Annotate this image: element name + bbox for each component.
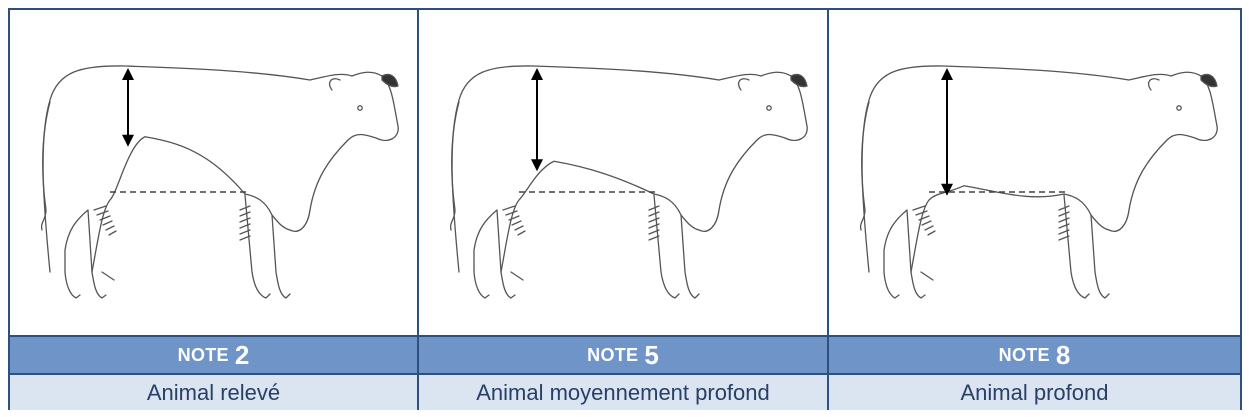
cow-eye bbox=[358, 106, 362, 110]
cow-hatch bbox=[509, 216, 519, 220]
cow-hatch bbox=[240, 212, 250, 216]
cow-leg bbox=[65, 272, 80, 298]
description-2: Animal moyennement profond bbox=[419, 375, 829, 410]
cow-leg bbox=[102, 272, 114, 280]
cow-hatch bbox=[512, 221, 521, 225]
cow-hatch bbox=[94, 206, 106, 210]
note-number: 2 bbox=[235, 340, 249, 371]
cow-depth-table: NOTE 2 NOTE 5 NOTE 8 Animal relevé Anima… bbox=[8, 8, 1242, 410]
cow-body-outline bbox=[862, 66, 1217, 272]
cow-drawing-icon bbox=[419, 10, 824, 333]
cow-leg bbox=[474, 210, 501, 272]
cow-hatch bbox=[103, 221, 112, 225]
cow-eye bbox=[767, 106, 771, 110]
cow-hatch bbox=[649, 212, 659, 216]
cow-leg bbox=[884, 272, 899, 298]
cow-drawing-icon bbox=[829, 10, 1234, 333]
cow-leg bbox=[474, 272, 489, 298]
description-3: Animal profond bbox=[829, 375, 1240, 410]
cow-hatch bbox=[518, 231, 525, 235]
arrow-head-top bbox=[531, 68, 543, 80]
arrow-head-bottom bbox=[941, 184, 953, 196]
cow-hatch bbox=[1059, 206, 1069, 210]
cow-leg bbox=[654, 195, 679, 298]
cow-tail bbox=[451, 102, 459, 230]
cow-hatch bbox=[240, 206, 250, 210]
cow-hatch bbox=[916, 211, 927, 215]
cow-ear bbox=[791, 74, 807, 86]
cow-leg bbox=[911, 272, 925, 298]
arrow-head-top bbox=[941, 68, 953, 80]
cow-leg bbox=[681, 215, 699, 298]
cow-leg bbox=[272, 215, 290, 298]
cow-ear bbox=[382, 74, 398, 86]
description-1: Animal relevé bbox=[10, 375, 419, 410]
cow-hatch bbox=[928, 231, 935, 235]
cow-hatch bbox=[1059, 218, 1069, 222]
note-number: 5 bbox=[644, 340, 658, 371]
cow-ear-left bbox=[330, 79, 340, 90]
arrow-head-bottom bbox=[122, 135, 134, 147]
cow-body-outline bbox=[43, 66, 398, 272]
cow-leg bbox=[65, 210, 92, 272]
cow-leg bbox=[1091, 215, 1109, 298]
note-number: 8 bbox=[1056, 340, 1070, 371]
cow-hatch bbox=[97, 211, 108, 215]
cow-hatch bbox=[913, 206, 925, 210]
note-header-3: NOTE 8 bbox=[829, 335, 1240, 375]
cow-hatch bbox=[1059, 212, 1069, 216]
cow-tail bbox=[42, 102, 50, 230]
cow-ear-left bbox=[1149, 79, 1159, 90]
cow-hatch bbox=[106, 226, 114, 230]
cow-hatch bbox=[503, 206, 515, 210]
note-header-2: NOTE 5 bbox=[419, 335, 829, 375]
cow-leg bbox=[511, 272, 523, 280]
cow-hatch bbox=[649, 218, 659, 222]
cow-leg bbox=[501, 272, 515, 298]
cow-hatch bbox=[109, 231, 116, 235]
arrow-head-bottom bbox=[531, 159, 543, 171]
cow-leg bbox=[245, 195, 270, 298]
cow-leg bbox=[1064, 195, 1089, 298]
cow-hatch bbox=[506, 211, 517, 215]
cow-hatch bbox=[240, 218, 250, 222]
cow-leg bbox=[92, 272, 106, 298]
cow-body-outline bbox=[452, 66, 807, 272]
cow-illustration-1 bbox=[10, 10, 419, 335]
cow-hatch bbox=[925, 226, 933, 230]
cow-ear bbox=[1201, 74, 1217, 86]
note-word: NOTE bbox=[999, 345, 1050, 366]
cow-illustration-3 bbox=[829, 10, 1240, 335]
cow-eye bbox=[1177, 106, 1181, 110]
cow-hatch bbox=[515, 226, 523, 230]
cow-tail bbox=[861, 102, 869, 230]
cow-leg bbox=[884, 210, 911, 272]
cow-hatch bbox=[919, 216, 929, 220]
cow-drawing-icon bbox=[10, 10, 415, 333]
cow-hatch bbox=[922, 221, 931, 225]
cow-illustration-2 bbox=[419, 10, 829, 335]
cow-ear-left bbox=[739, 79, 749, 90]
note-header-1: NOTE 2 bbox=[10, 335, 419, 375]
cow-leg bbox=[921, 272, 933, 280]
note-word: NOTE bbox=[178, 345, 229, 366]
cow-hatch bbox=[100, 216, 110, 220]
arrow-head-top bbox=[122, 68, 134, 80]
cow-hatch bbox=[649, 206, 659, 210]
note-word: NOTE bbox=[587, 345, 638, 366]
